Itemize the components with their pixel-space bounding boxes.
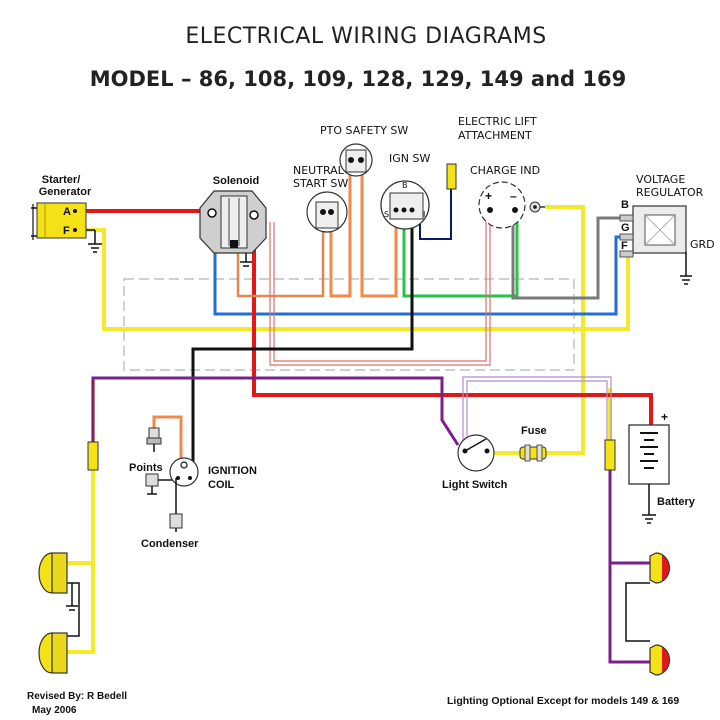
wire-purple-right — [608, 470, 650, 664]
starter-label: Starter/ — [42, 174, 81, 186]
lift-label-line1: ELECTRIC LIFT — [458, 115, 537, 128]
wire-orange-neutral-pto — [329, 170, 352, 298]
vr-terminal-g: G — [621, 222, 630, 234]
ignition-coil-label-line1: IGNITION — [208, 465, 257, 477]
wire-black-left-lights — [67, 582, 80, 637]
vr-label-line1: VOLTAGE — [636, 173, 685, 186]
diagram-subtitle: MODEL – 86, 108, 109, 128, 129, 149 and … — [90, 67, 626, 91]
pto-label: PTO SAFETY SW — [320, 124, 408, 137]
left-lighting-connector — [87, 441, 99, 471]
wire-yellow-left-lights — [67, 470, 95, 654]
revision-date: May 2006 — [32, 705, 77, 716]
battery — [628, 424, 670, 524]
right-light-top — [649, 552, 670, 584]
starter-generator — [31, 202, 102, 253]
wire-orange-neutral — [236, 219, 325, 298]
wire-yellow-battery-reg — [545, 205, 585, 455]
generator-label: Generator — [39, 186, 92, 198]
wire-navy-lift — [419, 189, 452, 240]
charge-plus: + — [485, 189, 492, 203]
lighting-note: Lighting Optional Except for models 149 … — [447, 695, 679, 707]
neutral-start-switch — [306, 191, 348, 233]
light-switch — [457, 434, 495, 472]
ignition-coil-label-line2: COIL — [208, 479, 235, 491]
vr-grd-label: GRD — [690, 238, 715, 251]
points — [145, 473, 172, 495]
wire-purple-left — [91, 376, 460, 446]
ignition-switch — [380, 180, 430, 230]
starter-terminal-a: A — [63, 206, 71, 218]
charge-ind-label: CHARGE IND — [470, 164, 540, 177]
ign-terminal-i: I — [423, 210, 425, 219]
voltage-regulator — [619, 205, 692, 285]
wire-lightpurple — [462, 376, 612, 447]
pto-safety-switch — [339, 143, 373, 177]
optional-lighting-boundary — [123, 278, 575, 371]
ign-terminal-b: B — [402, 181, 408, 190]
right-light-bottom — [649, 644, 670, 676]
charge-indicator — [478, 181, 526, 229]
solenoid-label: Solenoid — [213, 175, 259, 187]
vr-terminal-b: B — [621, 199, 629, 211]
wire-red-battery — [252, 213, 653, 425]
battery-label: Battery — [657, 496, 696, 508]
condenser — [169, 500, 183, 532]
wire-green — [402, 210, 519, 298]
wire-orange-pto-ign — [360, 170, 398, 298]
wire-gray — [511, 210, 620, 300]
vr-terminal-f: F — [621, 240, 628, 252]
battery-plus: + — [661, 410, 668, 424]
fuse — [519, 444, 547, 462]
condenser-label: Condenser — [141, 538, 199, 550]
left-headlight-bottom — [38, 632, 68, 674]
ring-terminal — [529, 201, 545, 213]
wire-orange-points — [152, 415, 183, 462]
lift-label-line2: ATTACHMENT — [458, 129, 532, 142]
vr-label-line2: REGULATOR — [636, 186, 704, 199]
starter-terminal-f: F — [63, 225, 70, 237]
diagram-title: ELECTRICAL WIRING DIAGRAMS — [185, 24, 546, 49]
charge-minus: – — [510, 189, 517, 203]
wire-blue — [213, 220, 620, 316]
fuse-label: Fuse — [521, 425, 547, 437]
electric-lift-connector — [446, 163, 457, 190]
solenoid — [199, 190, 267, 267]
ign-sw-label: IGN SW — [389, 152, 430, 165]
wire-black-coil — [191, 220, 414, 470]
revised-by: Revised By: R Bedell — [27, 691, 127, 702]
wire-pink-charge — [269, 210, 491, 366]
spark-plug — [146, 427, 162, 452]
ign-terminal-s: S — [384, 210, 389, 219]
right-lighting-connector — [604, 439, 616, 471]
light-switch-label: Light Switch — [442, 479, 508, 491]
neutral-label-line1: NEUTRAL — [293, 164, 345, 177]
ignition-coil — [169, 457, 199, 500]
wire-black-right-lights — [625, 582, 650, 642]
neutral-label-line2: START SW — [293, 177, 348, 190]
left-headlight-top — [38, 552, 78, 611]
points-label: Points — [129, 462, 163, 474]
